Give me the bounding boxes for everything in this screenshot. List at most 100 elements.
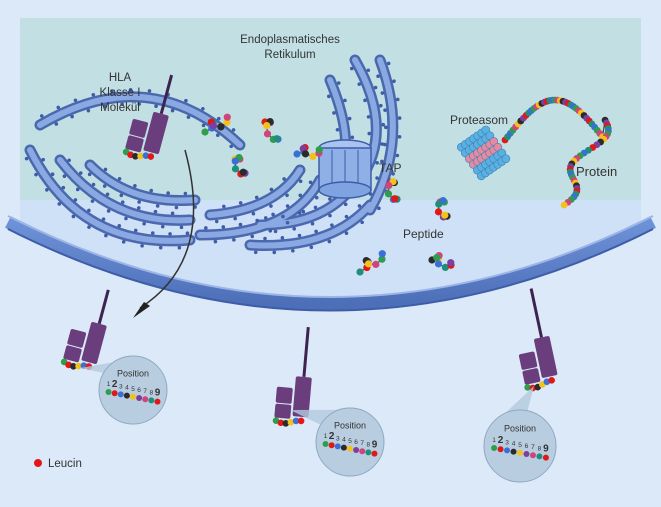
ribosome-dot	[106, 209, 111, 213]
ribosome-dot	[330, 223, 334, 227]
ribosome-dot	[24, 156, 29, 161]
amino-acid	[309, 152, 317, 161]
position-number: 9	[155, 388, 161, 399]
amino-acid	[378, 255, 386, 263]
cell-membrane-outer-line	[7, 228, 654, 312]
amino-acid	[209, 122, 218, 130]
ribosome-dot	[263, 236, 267, 241]
bound-peptide-residue	[142, 152, 150, 159]
amino-acid	[239, 168, 247, 176]
ribosome-dot	[103, 167, 108, 172]
ribosome-dot	[332, 111, 336, 115]
ribosome-dot	[285, 220, 290, 225]
ribosome-dot	[250, 234, 255, 239]
amino-acid	[510, 448, 517, 455]
amino-acid	[504, 447, 511, 454]
ribosome-dot	[150, 231, 155, 235]
ribosome-dot	[62, 174, 67, 179]
ribosome-dot	[376, 74, 380, 79]
ribosome-dot	[102, 184, 107, 188]
ribosome-dot	[177, 245, 182, 250]
ribosome-dot	[121, 240, 126, 244]
amino-acid	[340, 444, 347, 451]
ribosome-dot	[90, 199, 95, 203]
amino-acid	[334, 443, 341, 450]
position-number: 4	[342, 437, 346, 444]
leucin-legend-label: Leucin	[48, 458, 82, 470]
ribosome-dot	[366, 115, 371, 119]
position-number: 4	[125, 385, 129, 392]
ribosome-dot	[183, 191, 188, 196]
hla-label-line1: HLA	[109, 72, 132, 84]
amino-acid	[356, 268, 364, 276]
ribosome-dot	[254, 195, 259, 200]
peptide-icon	[356, 250, 386, 276]
ribosome-dot	[377, 206, 381, 211]
ribosome-dot	[61, 185, 66, 190]
ribosome-dot	[327, 94, 331, 99]
position-label: Position	[334, 420, 366, 430]
amino-acid	[123, 392, 130, 399]
bound-peptide-residue	[287, 418, 295, 426]
ribosome-dot	[136, 206, 141, 210]
ribosome-dot	[186, 115, 191, 119]
ribosome-dot	[87, 225, 91, 229]
ribosome-dot	[309, 245, 314, 250]
bound-peptide-residue	[548, 377, 555, 384]
ribosome-dot	[160, 224, 165, 229]
ribosome-dot	[86, 108, 91, 113]
proteasome-icon	[456, 125, 511, 181]
amino-acid	[293, 150, 301, 158]
amino-acid	[542, 454, 549, 461]
position-number: 8	[367, 441, 371, 448]
ribosome-dot	[271, 212, 275, 217]
ribosome-dot	[347, 116, 352, 121]
ribosome-dot	[363, 98, 367, 103]
hla-molecule-icon	[122, 74, 174, 160]
ribosome-dot	[375, 176, 379, 180]
amino-acid	[433, 253, 441, 262]
ribosome-dot	[291, 248, 295, 253]
ribosome-dot	[313, 205, 318, 210]
ribosome-dot	[120, 200, 125, 204]
bound-peptide-residue	[297, 417, 305, 425]
position-label: Position	[504, 424, 536, 434]
ribosome-dot	[170, 211, 175, 216]
bound-peptide-residue	[282, 420, 290, 427]
ribosome-dot	[350, 135, 355, 140]
leucin-legend-dot	[34, 459, 42, 467]
amino-acid	[434, 260, 443, 268]
position-number: 9	[543, 444, 549, 455]
amino-acid	[142, 396, 149, 403]
ribosome-dot	[184, 98, 188, 103]
ribosome-dot	[360, 220, 364, 225]
ribosome-dot	[50, 172, 55, 177]
ribosome-dot	[383, 142, 387, 147]
ribosome-dot	[233, 216, 237, 221]
ribosome-dot	[216, 116, 221, 121]
position-number: 5	[518, 442, 522, 449]
ribosome-dot	[263, 216, 268, 220]
ribosome-dot	[391, 171, 395, 176]
ribosome-dot	[298, 179, 303, 184]
ribosome-dot	[335, 127, 340, 132]
hla-molecule-icon	[518, 288, 558, 392]
amino-acid	[263, 121, 271, 130]
ribosome-dot	[397, 135, 402, 139]
amino-acid	[523, 451, 530, 457]
ribosome-dot	[281, 214, 285, 219]
ribosome-dot	[73, 198, 78, 202]
er-label-line1: Endoplasmatisches	[240, 34, 340, 46]
amino-acid	[105, 389, 112, 395]
ribosome-dot	[75, 187, 80, 192]
ribosome-dot	[124, 216, 128, 221]
ribosome-dot	[268, 229, 273, 233]
position-number: 9	[372, 440, 378, 451]
ribosome-dot	[149, 188, 154, 193]
bound-peptide-residue	[132, 152, 139, 160]
amino-acid	[359, 448, 366, 455]
amino-acid	[263, 130, 272, 138]
ribosome-dot	[166, 191, 170, 195]
amino-acid	[130, 393, 136, 400]
